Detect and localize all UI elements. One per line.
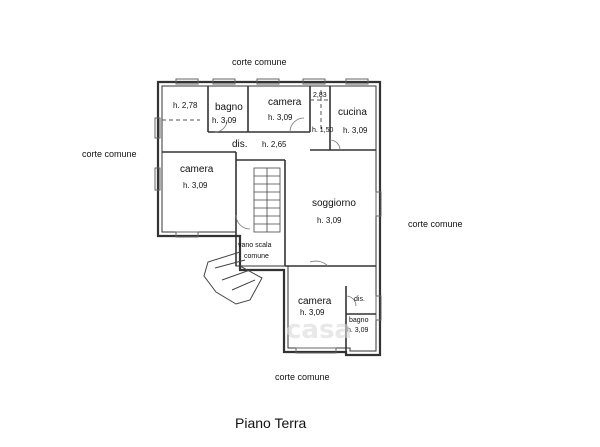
corte-comune-left-label: corte comune [82, 149, 137, 159]
dis-bottom-name: dis. [354, 296, 365, 303]
camera-bottom-name: camera [298, 296, 332, 307]
bagno-top-name: bagno [215, 102, 243, 113]
door-swings [214, 117, 357, 307]
dis-top-height: h. 2,65 [262, 140, 287, 149]
floor-title: Piano Terra [235, 415, 307, 431]
cucina-name: cucina [338, 107, 367, 118]
camera-left-name: camera [180, 164, 214, 175]
dis-top-name: dis. [232, 139, 248, 150]
camera-left-height: h. 3,09 [183, 181, 208, 190]
bagno-bottom-name: bagno [349, 317, 369, 324]
watermark: casa [286, 315, 352, 345]
vano-scala-line1: vano scala [238, 242, 272, 249]
height-150: h. 1,50 [312, 127, 334, 134]
bagno-top-height: h. 3,09 [212, 116, 237, 125]
windows [154, 78, 382, 354]
external-stair [203, 251, 263, 305]
camera-bottom-height: h. 3,09 [300, 308, 325, 317]
interior-walls [162, 86, 376, 352]
bagno-bottom-height: h. 3,09 [347, 327, 369, 334]
corte-comune-right-label: corte comune [408, 219, 463, 229]
vano-scala-line2: comune [244, 253, 269, 260]
camera-top-name: camera [268, 97, 302, 108]
corte-comune-bottom-label: corte comune [275, 372, 330, 382]
soggiorno-name: soggiorno [312, 198, 356, 209]
camera-top-height: h. 3,09 [268, 113, 293, 122]
cucina-height: h. 3,09 [343, 126, 368, 135]
dashed-lines [162, 90, 330, 132]
nw-room-height: h. 2,78 [173, 101, 198, 110]
soggiorno-height: h. 3,09 [317, 216, 342, 225]
outer-walls [156, 80, 382, 357]
staircase [253, 167, 281, 233]
corte-comune-top-label: corte comune [232, 57, 287, 67]
height-283: 2,83 [313, 92, 327, 99]
